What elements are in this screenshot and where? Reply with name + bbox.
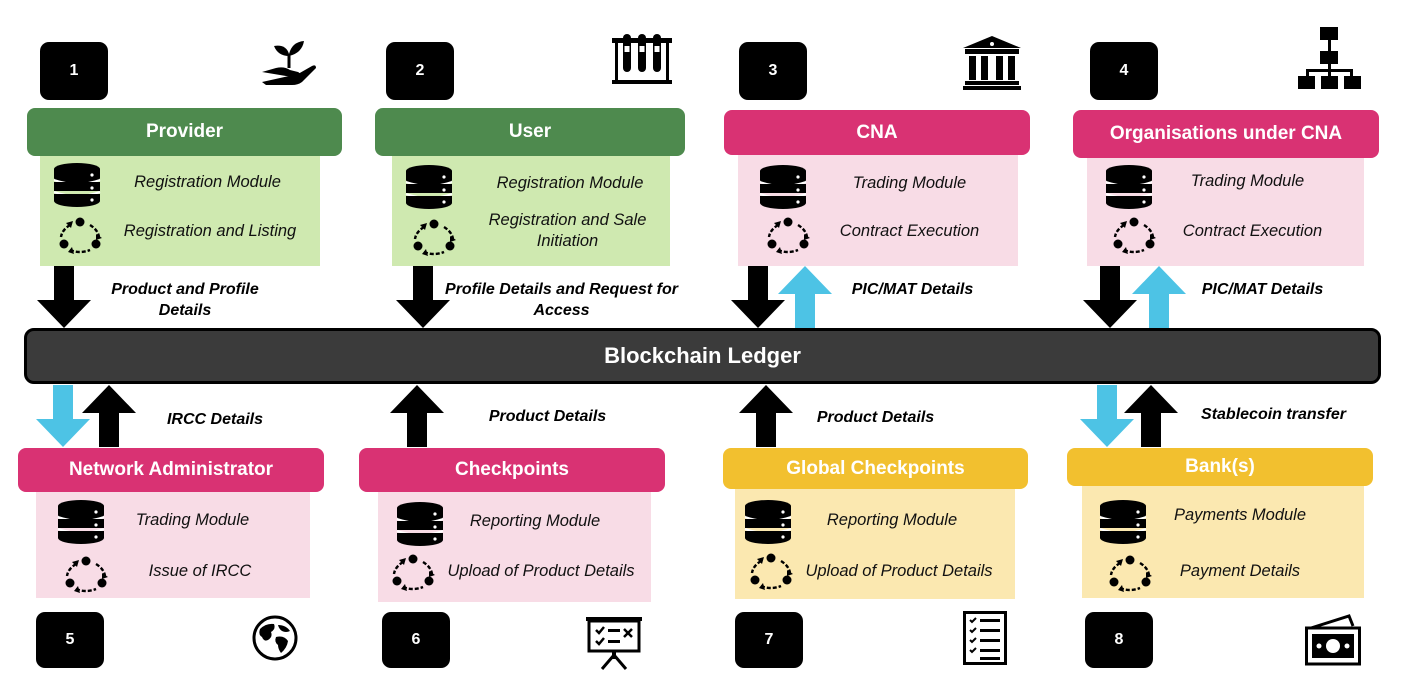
step-number-2: 2 (386, 42, 454, 100)
database-icon (57, 499, 105, 545)
cycle-icon (64, 555, 110, 595)
step-number-1: 1 (40, 42, 108, 100)
globe-icon (252, 615, 298, 661)
arrow-down-network-admin (36, 385, 90, 447)
org-chart-icon (1298, 27, 1361, 89)
hand-plant-icon (262, 41, 316, 85)
network-administrator-module-2: Issue of IRCC (148, 562, 252, 580)
organisations-header: Organisations under CNA (1073, 110, 1379, 158)
organisations-module-2: Contract Execution (1182, 222, 1323, 240)
arrow-up-global-checkpoints (739, 385, 793, 447)
step-number-3: 3 (739, 42, 807, 100)
database-icon (1105, 164, 1153, 210)
organisations-module-1: Trading Module (1190, 172, 1305, 190)
step-number-5: 5 (36, 612, 104, 668)
database-icon (396, 501, 444, 547)
money-bill-icon (1305, 614, 1361, 666)
banks-module-1: Payments Module (1173, 506, 1307, 524)
arrow-up-cna (778, 266, 832, 328)
flow-label-organisations: PIC/MAT Details (1201, 281, 1324, 298)
global-checkpoints-module-1: Reporting Module (826, 511, 958, 529)
provider-header: Provider (27, 108, 342, 156)
provider-module-2: Registration and Listing (123, 222, 297, 240)
database-icon (1099, 499, 1147, 545)
cycle-icon (58, 216, 104, 256)
checkpoints-module-1: Reporting Module (469, 512, 601, 530)
arrow-down-cna (731, 266, 785, 328)
arrow-down-provider (37, 266, 91, 328)
user-module-1: Registration Module (496, 174, 644, 192)
checkpoints-module-2: Upload of Product Details (447, 562, 635, 580)
cna-header: CNA (724, 110, 1030, 155)
step-number-6: 6 (382, 612, 450, 668)
database-icon (744, 499, 792, 545)
arrow-down-organisations (1083, 266, 1137, 328)
arrow-down-user (396, 266, 450, 328)
flow-label-network-admin: IRCC Details (166, 411, 264, 428)
step-number-7: 7 (735, 612, 803, 668)
banks-module-2: Payment Details (1179, 562, 1301, 580)
step-number-8: 8 (1085, 612, 1153, 668)
arrow-down-banks (1080, 385, 1134, 447)
arrow-up-banks (1124, 385, 1178, 447)
cycle-icon (391, 553, 437, 593)
banks-header: Bank(s) (1067, 448, 1373, 486)
test-tubes-icon (612, 34, 672, 84)
flow-label-user: Profile Details and Request for Access (445, 281, 678, 319)
cycle-icon (766, 216, 812, 256)
provider-module-1: Registration Module (134, 173, 281, 191)
user-module-2: Registration and Sale Initiation (488, 211, 647, 250)
database-icon (405, 164, 453, 210)
arrow-up-checkpoints (390, 385, 444, 447)
network-administrator-module-1: Trading Module (135, 511, 250, 529)
network-administrator-header: Network Administrator (18, 448, 324, 492)
arrow-up-organisations (1132, 266, 1186, 328)
cna-module-2: Contract Execution (839, 222, 980, 240)
flow-label-checkpoints: Product Details (488, 408, 607, 425)
user-header: User (375, 108, 685, 156)
cycle-icon (749, 552, 795, 592)
checklist-icon (963, 611, 1007, 665)
blockchain-ledger: Blockchain Ledger (24, 328, 1381, 384)
flow-label-cna: PIC/MAT Details (851, 281, 974, 298)
global-checkpoints-header: Global Checkpoints (723, 448, 1028, 489)
cna-module-1: Trading Module (852, 174, 967, 192)
step-number-4: 4 (1090, 42, 1158, 100)
flow-label-banks: Stablecoin transfer (1201, 406, 1346, 423)
presentation-board-icon (586, 617, 642, 670)
global-checkpoints-module-2: Upload of Product Details (805, 562, 993, 580)
cycle-icon (412, 218, 458, 258)
cycle-icon (1112, 216, 1158, 256)
arrow-up-network-admin (82, 385, 136, 447)
database-icon (53, 162, 101, 208)
checkpoints-header: Checkpoints (359, 448, 665, 492)
flow-label-global-checkpoints: Product Details (816, 409, 935, 426)
bank-building-icon (963, 36, 1021, 90)
flow-label-provider: Product and Profile Details (111, 281, 259, 319)
database-icon (759, 164, 807, 210)
